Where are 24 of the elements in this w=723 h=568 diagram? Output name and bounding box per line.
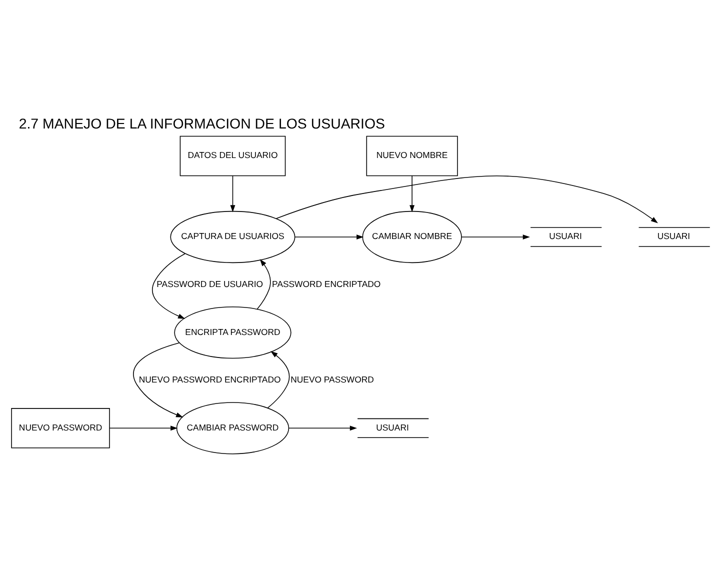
node-box: DATOS DEL USUARIO (180, 136, 286, 176)
arrow (410, 175, 415, 212)
node-box: NUEVO NOMBRE (366, 136, 458, 176)
arrow (276, 176, 658, 224)
arrow (256, 259, 271, 310)
node-ellipse: CAPTURA DE USUARIOS (170, 210, 296, 264)
edge-label: PASSWORD ENCRIPTADO (272, 279, 381, 289)
diagram-title: 2.7 MANEJO DE LA INFORMACION DE LOS USUARIOS (18, 116, 386, 133)
edge-label: PASSWORD DE USUARIO (156, 279, 263, 289)
arrow (267, 351, 290, 408)
node-text: USUARI (549, 231, 582, 242)
arrow (294, 234, 364, 240)
node-ellipse: CAMBIAR NOMBRE (362, 210, 462, 264)
node-box: NUEVO PASSWORD (11, 408, 110, 448)
edge-label: NUEVO PASSWORD ENCRIPTADO (138, 374, 281, 385)
arrow (133, 342, 184, 418)
arrow (230, 175, 236, 212)
node-text: USUARI (657, 231, 690, 242)
edge-label: NUEVO PASSWORD (290, 374, 374, 385)
node-text: USUARI (376, 422, 409, 432)
arrow (461, 234, 530, 240)
arrow (288, 426, 358, 431)
arrow (152, 253, 186, 319)
arrow (109, 426, 178, 431)
